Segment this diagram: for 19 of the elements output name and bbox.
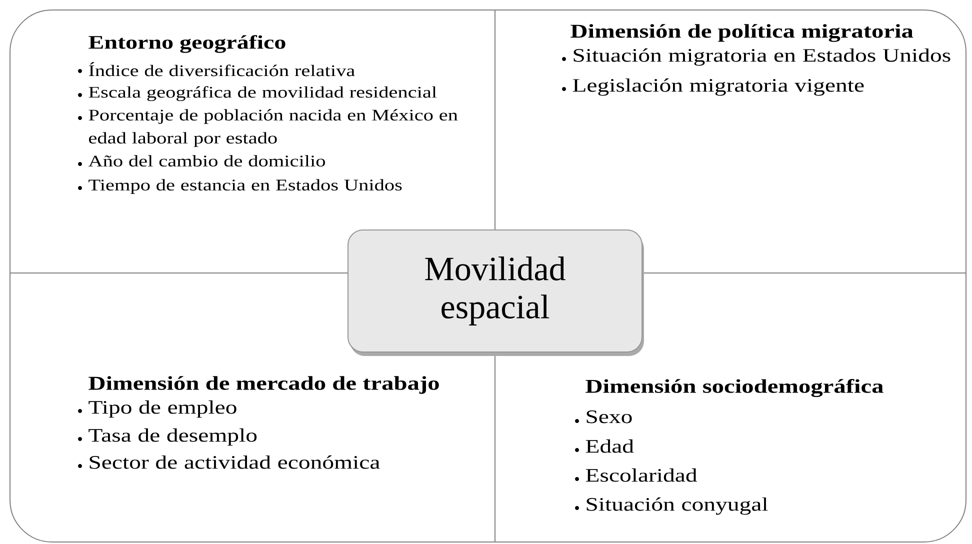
- bullet-item: Sexo: [575, 410, 632, 424]
- bullet-item: Tipo de empleo: [78, 400, 236, 418]
- bullet-item: Situación migratoria en Estados Unidos: [562, 48, 950, 66]
- panel-heading: Entorno geográfico: [88, 35, 286, 53]
- bullet-item: Tiempo de estancia en Estados Unidos: [78, 179, 402, 194]
- bullet-item: Sector de actividad económica: [78, 455, 380, 469]
- bullet-item: Escolaridad: [575, 468, 698, 482]
- bullet-item: Año del cambio de domicilio: [78, 155, 325, 167]
- panel-heading: Dimensión de política migratoria: [570, 24, 914, 42]
- bullet-item: Situación conyugal: [575, 497, 768, 515]
- center-box: Movilidad espacial: [348, 230, 644, 356]
- bullet-item: Escala geográfica de movilidad residencial: [78, 86, 437, 102]
- bullet-item: Índice de diversificación relativa: [78, 62, 355, 76]
- bullet-item: Porcentaje de población nacida en México en edad laboral por estado: [78, 109, 458, 147]
- bullet-item: Edad: [575, 439, 634, 453]
- bullet-item: Legislación migratoria vigente: [562, 78, 864, 96]
- panel-heading: Dimensión sociodemográfica: [586, 379, 884, 397]
- bullet-item: Tasa de desemplo: [78, 428, 257, 446]
- panel-heading: Dimensión de mercado de trabajo: [88, 376, 439, 394]
